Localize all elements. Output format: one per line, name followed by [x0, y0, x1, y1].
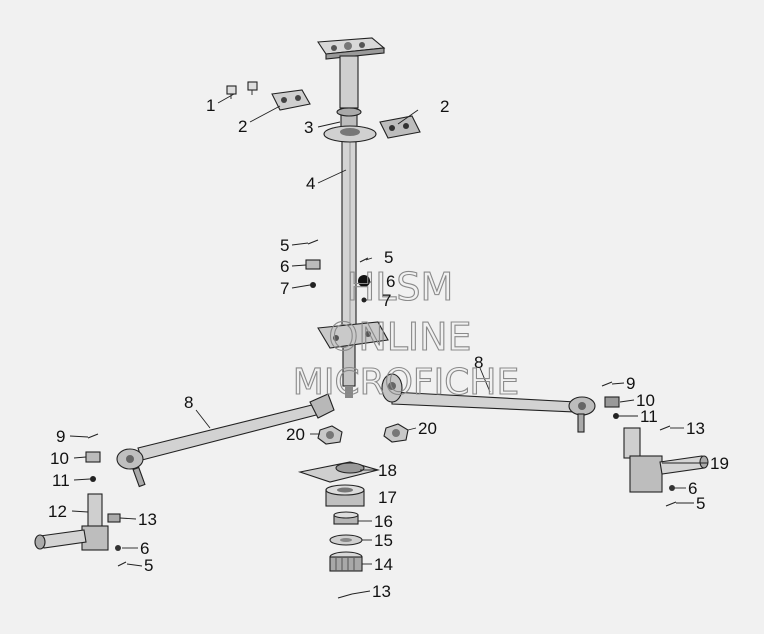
seal-16: [333, 511, 359, 525]
callout-5-left: 5: [144, 556, 153, 575]
clamp-block-2-right: [379, 115, 421, 139]
watermark-line-3: MICROFICHE: [293, 362, 519, 403]
callout-8-right: 8: [474, 353, 483, 372]
callout-6-center-left: 6: [280, 257, 289, 276]
callout-6-right: 6: [688, 479, 697, 498]
callout-14: 14: [374, 555, 393, 574]
callout-12: 12: [48, 502, 67, 521]
callout-9-left: 9: [56, 427, 65, 446]
callout-11-right: 11: [640, 407, 658, 426]
nut-6-center-right: [358, 275, 370, 287]
callout-3: 3: [304, 118, 313, 137]
nut-10-left: [85, 451, 101, 463]
column-lower-bracket: [317, 321, 389, 349]
bolts-part-1: [226, 81, 258, 99]
washer-7-center-right: [361, 297, 367, 303]
cotter-pin-9-right: [601, 381, 613, 387]
cotter-pin-5-left: [117, 561, 127, 567]
nut-6-right: [669, 485, 675, 491]
callout-13-right: 13: [686, 419, 705, 438]
callout-4: 4: [306, 174, 315, 193]
bearing-17: [325, 484, 365, 507]
nut-6-left: [115, 545, 121, 551]
washer-15: [329, 534, 363, 546]
callout-8-left: 8: [184, 393, 193, 412]
nut-20-right: [383, 423, 409, 443]
cotter-pin-9-left: [87, 433, 99, 439]
leader-lines: [69, 93, 708, 595]
nut-20-left: [317, 425, 343, 445]
callout-7-center-right: 7: [382, 291, 391, 310]
watermark-line-1: HLSM: [347, 265, 454, 309]
callout-6-center-right: 6: [386, 272, 395, 291]
cotter-pin-5-right: [665, 501, 677, 507]
steering-knuckle-12-left: [34, 493, 121, 551]
callout-13-left: 13: [138, 510, 157, 529]
watermark-line-2: ONLINE: [328, 315, 471, 359]
callout-10-right: 10: [636, 391, 655, 410]
tie-rod-8-left: [116, 393, 335, 488]
callout-13-bottom: 13: [372, 582, 391, 601]
callout-6-left: 6: [140, 539, 149, 558]
callout-1: 1: [206, 96, 215, 115]
callout-5-center-right: 5: [384, 248, 393, 267]
callout-10-left: 10: [50, 449, 69, 468]
callout-16: 16: [374, 512, 393, 531]
pinion-gear-14: [329, 551, 363, 572]
clamp-block-2-left: [271, 89, 311, 111]
callout-20-left: 20: [286, 425, 305, 444]
callout-19: 19: [710, 454, 729, 473]
steering-knuckle-19-right: [623, 427, 709, 493]
nut-6-center-left: [305, 259, 321, 270]
callout-18: 18: [378, 461, 397, 480]
tie-rod-8-right: [381, 373, 596, 433]
washer-7-center-left: [310, 282, 316, 288]
nut-10-right: [604, 396, 620, 408]
column-bearing-plate-3: [323, 107, 377, 143]
callout-11-left: 11: [52, 471, 70, 490]
washer-11-right: [613, 413, 619, 419]
washer-11-left: [90, 476, 96, 482]
bolt-13-right: [659, 425, 671, 431]
callout-9-right: 9: [626, 374, 635, 393]
watermark: HLSM ONLINE MICROFICHE: [292, 264, 520, 403]
pin-13-bottom: [337, 593, 353, 599]
callout-15: 15: [374, 531, 393, 550]
callout-2-right: 2: [440, 97, 449, 116]
callout-20-right: 20: [418, 419, 437, 438]
callout-labels: 1 2 2 3 4 5 6 7 5 6 7 8 8 9 10 11 12 13 …: [48, 96, 729, 601]
callout-7-center-left: 7: [280, 279, 289, 298]
mounting-plate-18: [297, 461, 381, 483]
callout-5-center-left: 5: [280, 236, 289, 255]
cotter-pin-5-center-right: [359, 257, 369, 263]
callout-5-right: 5: [696, 494, 705, 513]
cotter-pin-5-center-left: [307, 239, 319, 245]
callout-2-left: 2: [238, 117, 247, 136]
callout-17: 17: [378, 488, 397, 507]
